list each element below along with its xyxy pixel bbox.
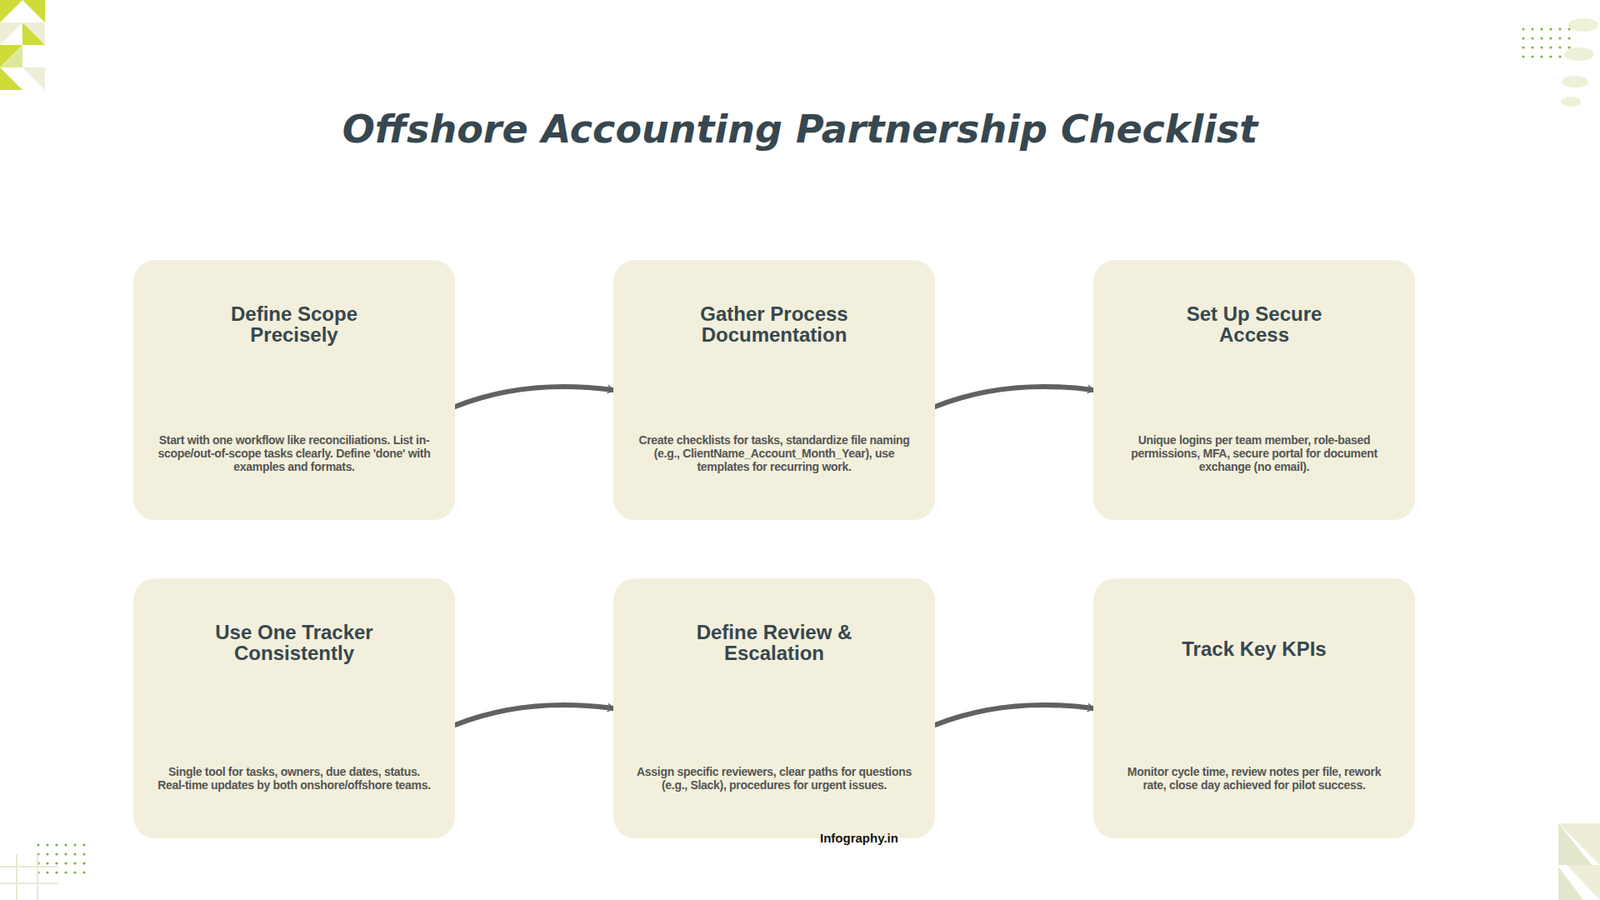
card-body: Unique logins per team member, role-base… (1116, 433, 1392, 474)
corner-triangles (0, 0, 45, 90)
card-body: Monitor cycle time, review notes per fil… (1116, 765, 1392, 792)
card-heading: Use One Tracker Consistently (198, 621, 390, 664)
card-body: Assign specific reviewers, clear paths f… (636, 765, 912, 792)
card-body: Create checklists for tasks, standardize… (636, 433, 912, 474)
dot-grid (1516, 21, 1572, 59)
flow-arrow (455, 386, 614, 407)
checklist-card: Define Scope PreciselyStart with one wor… (133, 260, 455, 520)
checklist-card: Use One Tracker ConsistentlySingle tool … (133, 578, 455, 839)
leaf-shapes (1560, 18, 1599, 107)
flow-arrow (935, 705, 1094, 725)
grid-lines (0, 854, 59, 900)
checklist-card: Set Up Secure AccessUnique logins per te… (1093, 260, 1415, 520)
checklist-card: Track Key KPIsMonitor cycle time, review… (1093, 578, 1415, 839)
diagram-title: Offshore Accounting Partnership Checklis… (0, 106, 1600, 152)
card-heading: Track Key KPIs (1181, 638, 1326, 660)
dot-grid (35, 840, 90, 877)
card-heading: Define Scope Precisely (198, 303, 390, 345)
card-heading: Set Up Secure Access (1158, 303, 1350, 345)
card-heading: Define Review & Escalation (678, 621, 870, 664)
flow-arrow (455, 705, 614, 725)
checklist-card: Gather Process DocumentationCreate check… (613, 260, 935, 520)
card-body: Single tool for tasks, owners, due dates… (156, 765, 432, 792)
watermark: Infography.in (820, 830, 899, 845)
card-body: Start with one workflow like reconciliat… (156, 433, 432, 474)
corner-triangles (1558, 823, 1600, 900)
card-heading: Gather Process Documentation (678, 303, 870, 345)
checklist-card: Define Review & EscalationAssign specifi… (613, 578, 935, 839)
flow-arrow (935, 386, 1094, 407)
